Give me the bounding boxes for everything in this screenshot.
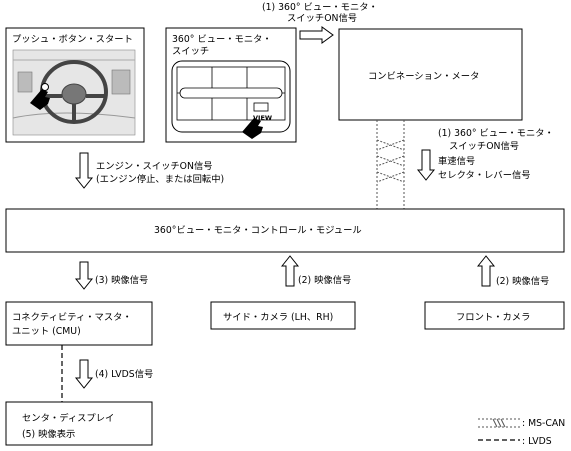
signal-label-video-side: (2) 映像信号 [298, 274, 351, 286]
arrow-down-icon [74, 359, 94, 389]
signal-label-vehicle-speed: 車速信号 [438, 155, 475, 167]
ms-can-connection [376, 120, 405, 209]
view-monitor-switch-box: 360° ビュー・モニタ・ スイッチ VIEW [165, 27, 297, 143]
arrow-down-icon [74, 261, 94, 290]
signal-label-video-3: (3) 映像信号 [95, 274, 148, 286]
front-camera-box [424, 301, 565, 330]
legend-lvds-label: : LVDS [522, 436, 552, 447]
side-camera-box [210, 301, 356, 330]
signal-label-lvds: (4) LVDS信号 [95, 368, 153, 380]
cmu-label-line2: ユニット (CMU) [12, 326, 81, 337]
arrow-down-icon [74, 152, 94, 189]
center-display-box [5, 401, 153, 446]
switch-panel-illustration: VIEW [171, 60, 291, 133]
signal-label-meter-switch-line1: (1) 360° ビュー・モニタ・ [438, 128, 554, 139]
hand-pointer-icon [30, 89, 50, 110]
arrow-up-icon [280, 255, 300, 287]
push-button-label: プッシュ・ボタン・スタート [12, 34, 133, 45]
combination-meter-box [338, 28, 523, 121]
signal-label-meter-switch-line2: スイッチON信号 [449, 140, 519, 152]
legend: : MS-CAN : LVDS [478, 418, 565, 447]
control-module-label: 360°ビュー・モニタ・コントロール・モジュール [154, 225, 362, 236]
view-switch-label-line2: スイッチ [172, 46, 209, 57]
signal-label-video-front: (2) 映像信号 [496, 275, 549, 287]
control-module-box [5, 208, 565, 253]
arrow-right-icon [299, 26, 334, 44]
combination-meter-label: コンビネーション・メータ [368, 71, 479, 82]
cmu-label-line1: コネクティビティ・マスタ・ [12, 312, 132, 323]
view-button-label: VIEW [253, 114, 272, 122]
view-switch-label-line1: 360° ビュー・モニタ・ [172, 34, 272, 45]
signal-label-switch-on-line2: スイッチON信号 [287, 12, 357, 24]
video-display-label: (5) 映像表示 [22, 428, 75, 440]
push-button-start-box: プッシュ・ボタン・スタート [5, 27, 145, 143]
steering-wheel-illustration [12, 49, 136, 136]
center-display-label: センタ・ディスプレイ [22, 412, 114, 424]
front-camera-label: フロント・カメラ [456, 312, 530, 323]
cmu-box [5, 301, 153, 346]
signal-label-selector-lever: セレクタ・レバー信号 [438, 169, 531, 181]
legend-ms-can-symbol [478, 418, 520, 428]
arrow-down-icon [416, 149, 436, 181]
signal-label-engine-switch-line1: エンジン・スイッチON信号 [96, 160, 213, 172]
signal-label-engine-switch-line2: (エンジン停止、または回転中) [96, 173, 224, 185]
arrow-up-icon [476, 255, 496, 287]
legend-ms-can-label: : MS-CAN [522, 418, 565, 429]
side-camera-label: サイド・カメラ (LH、RH) [223, 312, 333, 323]
hand-pointer-icon [242, 118, 263, 139]
signal-label-switch-on-line1: (1) 360° ビュー・モニタ・ [262, 2, 378, 13]
